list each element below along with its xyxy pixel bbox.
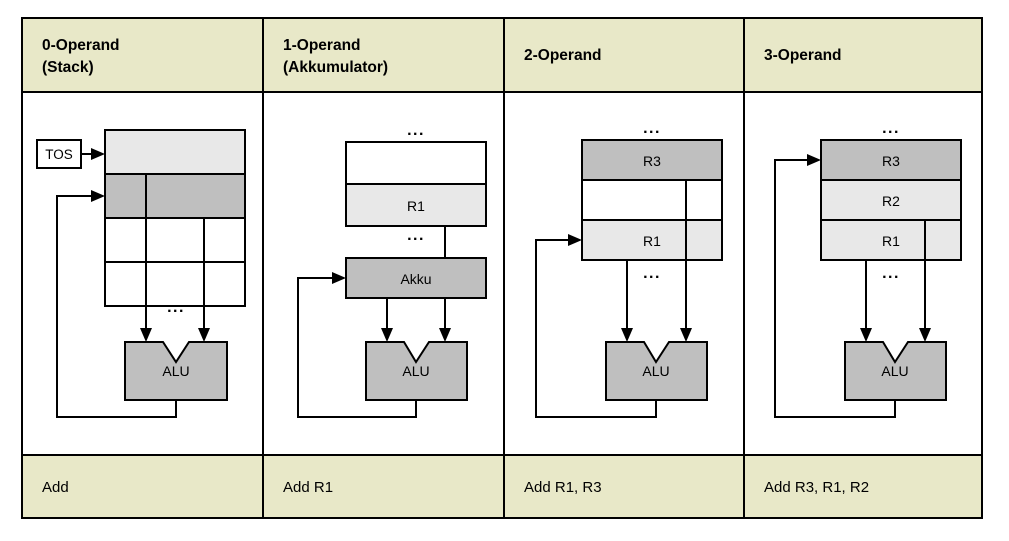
reg-ellipsis-top: ... [882,120,900,137]
operand-arrowhead-b [439,328,451,342]
operand-arrowhead-b [919,328,931,342]
header-cell-3 [743,17,983,93]
feedback-arrowhead [91,190,105,202]
header-cell-1 [262,17,505,93]
instruction-text-0: Add [42,479,69,496]
accumulator-label: Akku [400,271,431,287]
alu-shape [844,341,947,401]
mem-cell-1-label: R1 [407,198,425,214]
column-1-operand-akkumulator-diagram: ... R1 ... Akku ALU [297,122,487,418]
mem-ellipsis-bottom: ... [407,227,425,244]
feedback-arrowhead [568,234,582,246]
instruction-cell-2 [503,454,745,519]
reg-cell-1 [820,179,962,221]
feedback-arrowhead [807,154,821,166]
alu-shape [605,341,708,401]
alu-label: ALU [881,363,908,379]
reg-cell-1 [581,179,723,221]
column-2-operand-diagram: ... R3 R1 ... ALU [535,120,723,418]
header-title-0-line1: 0-Operand [42,37,120,54]
feedback-path [535,239,657,418]
stack-cell-2 [104,217,246,263]
reg-cell-1-label: R2 [882,193,900,209]
feedback-path [774,159,896,418]
reg-ellipsis-top: ... [643,120,661,137]
header-cell-0 [21,17,264,93]
alu-shape [124,341,228,401]
instruction-row: Add Add R1 Add R1, R3 Add R3, R1, R2 [21,454,983,519]
reg-cell-2-label: R1 [643,233,661,249]
reg-cell-2 [820,219,962,261]
mem-cell-1 [345,183,487,227]
header-title-0-line2: (Stack) [42,59,94,76]
instruction-text-2: Add R1, R3 [524,479,602,496]
instruction-text-3: Add R3, R1, R2 [764,479,869,496]
header-title-1-line2: (Akkumulator) [283,59,388,76]
reg-cell-0 [820,139,962,181]
alu-label: ALU [642,363,669,379]
accumulator-box [345,257,487,299]
alu-label: ALU [402,363,429,379]
operand-arrowhead-a [140,328,152,342]
alu-shape [365,341,468,401]
header-row: 0-Operand (Stack) 1-Operand (Akkumulator… [21,17,983,93]
header-title-3-line1: 3-Operand [764,47,842,64]
instruction-text-1: Add R1 [283,479,333,496]
operand-arrowhead-a [381,328,393,342]
reg-ellipsis-bottom: ... [882,265,900,282]
header-title-1-line1: 1-Operand [283,37,361,54]
column-3-operand-diagram: ... R3 R2 R1 ... ALU [774,120,962,418]
mem-cell-0 [345,141,487,185]
tos-arrowhead [91,148,105,160]
stack-cell-1 [104,173,246,219]
feedback-arrowhead [332,272,346,284]
reg-ellipsis-bottom: ... [643,265,661,282]
reg-cell-2 [581,219,723,261]
column-0-operand-stack-diagram: ... TOS ALU [36,129,246,418]
stack-ellipsis-bottom: ... [167,299,185,316]
instruction-cell-1 [262,454,505,519]
operand-arrowhead-a [860,328,872,342]
instruction-cell-3 [743,454,983,519]
feedback-path [297,277,417,418]
reg-cell-0-label: R3 [643,153,661,169]
mem-ellipsis-top: ... [407,122,425,139]
header-title-2-line1: 2-Operand [524,47,602,64]
header-cell-2 [503,17,745,93]
reg-cell-0-label: R3 [882,153,900,169]
tos-label: TOS [45,147,73,162]
alu-label: ALU [162,363,189,379]
operand-arrowhead-b [680,328,692,342]
operand-arrowhead-a [621,328,633,342]
reg-cell-2-label: R1 [882,233,900,249]
stack-cell-0 [104,129,246,175]
stack-cell-3 [104,261,246,307]
feedback-path [56,195,177,418]
operand-arrowhead-b [198,328,210,342]
